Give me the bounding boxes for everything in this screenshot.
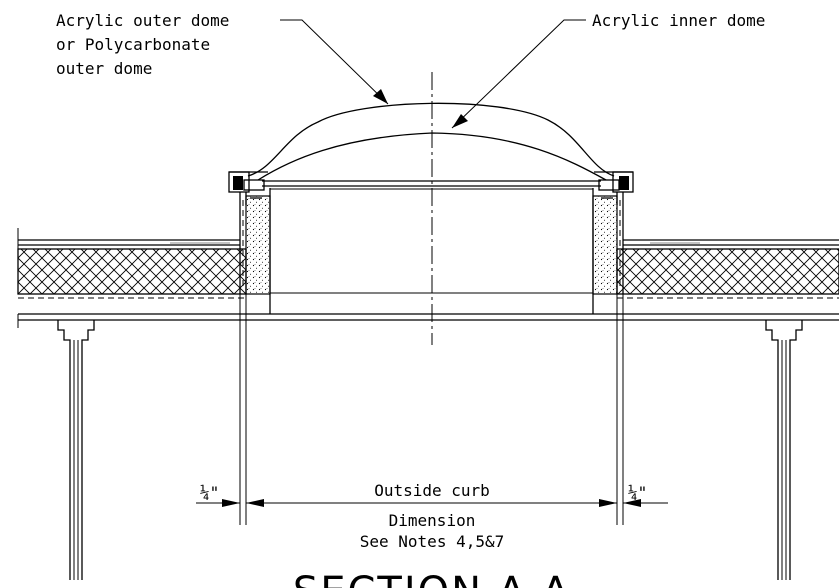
section-title: SECTION A-A [293,569,571,588]
curb-left [239,188,271,314]
label-see-notes: See Notes 4,5&7 [360,532,505,551]
roof-insulation [17,248,839,295]
label-quarter-right: ¼" [628,483,647,502]
dimension-line-main [246,499,617,507]
skylight-frame [228,171,634,205]
label-dimension: Dimension [389,511,476,530]
roof-membrane [17,228,839,299]
leader-inner-dome [451,19,586,129]
label-outside-curb: Outside curb [374,481,490,500]
outer-dome [247,102,615,177]
leader-outer-dome [280,19,389,105]
label-outer-dome-1: Acrylic outer dome [56,11,229,30]
label-inner-dome: Acrylic inner dome [592,11,765,30]
label-quarter-left: ¼" [200,483,219,502]
label-outer-dome-3: outer dome [56,59,152,78]
label-outer-dome-2: or Polycarbonate [56,35,210,54]
dimension-extensions [239,294,624,525]
dimension-line-quarter-right [623,499,668,507]
joist-right [765,320,803,580]
roof-deck [17,313,839,328]
joist-left [57,320,95,580]
dimension-line-quarter-left [196,499,240,507]
curb-right [592,188,624,314]
